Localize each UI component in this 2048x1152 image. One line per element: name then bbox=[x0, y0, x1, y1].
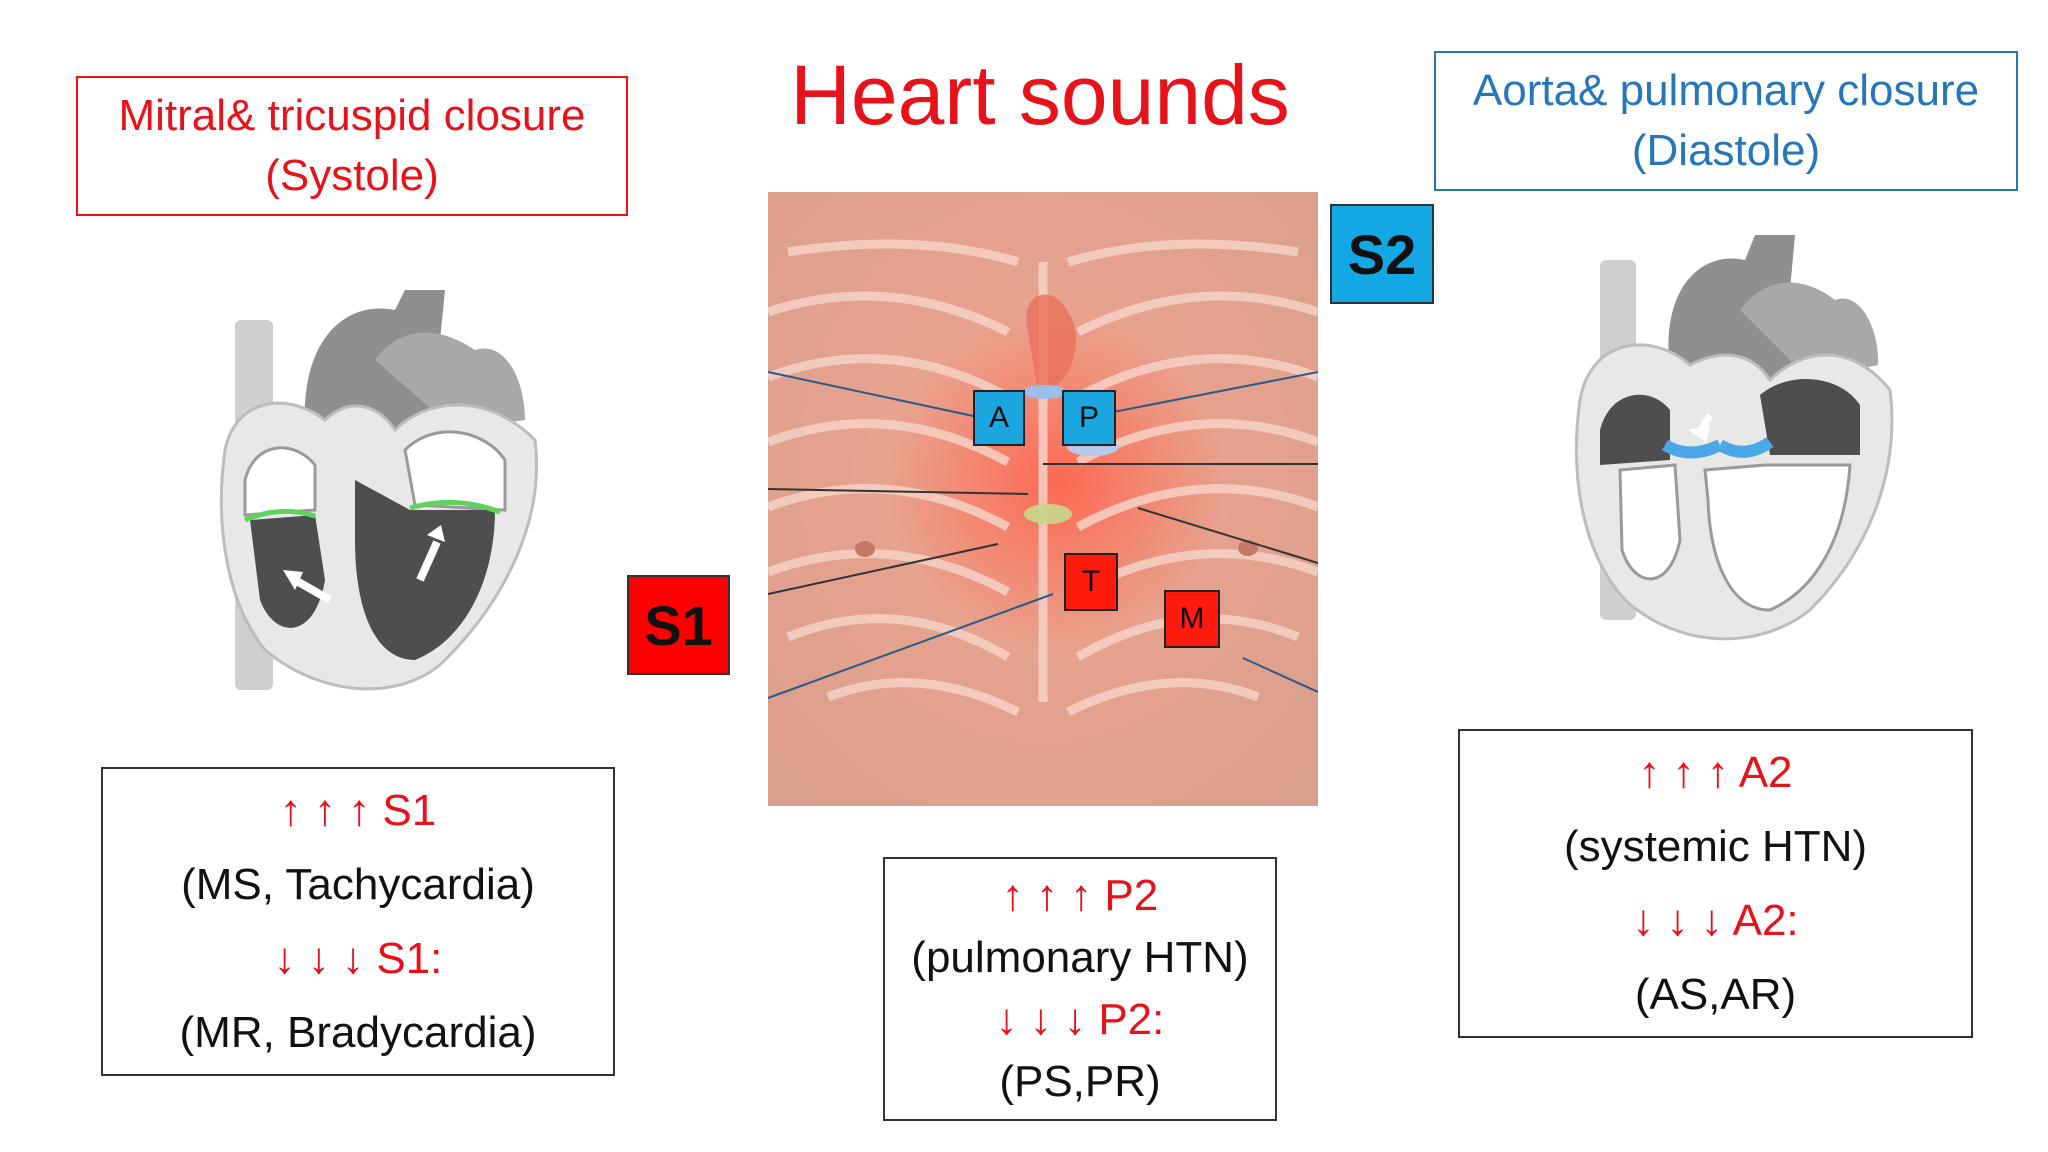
a2-increase-causes: (systemic HTN) bbox=[1563, 821, 1868, 871]
s1-increase-causes: (MS, Tachycardia) bbox=[181, 859, 535, 909]
chest-auscultation-illustration bbox=[768, 192, 1318, 806]
a2-intensity-box: ↑ ↑ ↑ A2 (systemic HTN) ↓ ↓ ↓ A2: (AS,AR… bbox=[1458, 729, 1973, 1038]
diastole-header-box: Aorta& pulmonary closure (Diastole) bbox=[1434, 51, 2018, 191]
systole-heart-illustration bbox=[219, 290, 538, 691]
a2-increase: ↑ ↑ ↑ A2 bbox=[1638, 747, 1793, 797]
p2-decrease-causes: (PS,PR) bbox=[999, 1057, 1161, 1106]
aortic-area-marker: A bbox=[973, 390, 1025, 446]
p2-increase-causes: (pulmonary HTN) bbox=[911, 933, 1249, 982]
page-title: Heart sounds bbox=[790, 48, 1290, 142]
diastole-header-line2: (Diastole) bbox=[1631, 126, 1821, 175]
s1-intensity-box: ↑ ↑ ↑ S1 (MS, Tachycardia) ↓ ↓ ↓ S1: (MR… bbox=[101, 767, 615, 1076]
a2-decrease-causes: (AS,AR) bbox=[1634, 969, 1797, 1019]
diastole-header-line1: Aorta& pulmonary closure bbox=[1472, 66, 1980, 115]
p2-intensity-box: ↑ ↑ ↑ P2 (pulmonary HTN) ↓ ↓ ↓ P2: (PS,P… bbox=[883, 857, 1277, 1121]
diastole-heart-illustration bbox=[1575, 235, 1894, 641]
p2-decrease: ↓ ↓ ↓ P2: bbox=[995, 995, 1165, 1044]
tricuspid-area-marker: T bbox=[1064, 553, 1118, 611]
s1-increase: ↑ ↑ ↑ S1 bbox=[279, 785, 437, 835]
systole-header-box: Mitral& tricuspid closure (Systole) bbox=[76, 76, 628, 216]
s1-label: S1 bbox=[627, 575, 730, 675]
a2-decrease: ↓ ↓ ↓ A2: bbox=[1632, 895, 1799, 945]
systole-header-line2: (Systole) bbox=[265, 151, 439, 200]
systole-header-line1: Mitral& tricuspid closure bbox=[118, 91, 586, 140]
s2-label: S2 bbox=[1330, 204, 1434, 304]
p2-increase: ↑ ↑ ↑ P2 bbox=[1001, 871, 1159, 920]
mitral-area-marker: M bbox=[1164, 590, 1220, 648]
pulmonic-area-marker: P bbox=[1062, 390, 1116, 446]
s1-decrease-causes: (MR, Bradycardia) bbox=[179, 1007, 537, 1057]
s1-decrease: ↓ ↓ ↓ S1: bbox=[273, 933, 443, 983]
